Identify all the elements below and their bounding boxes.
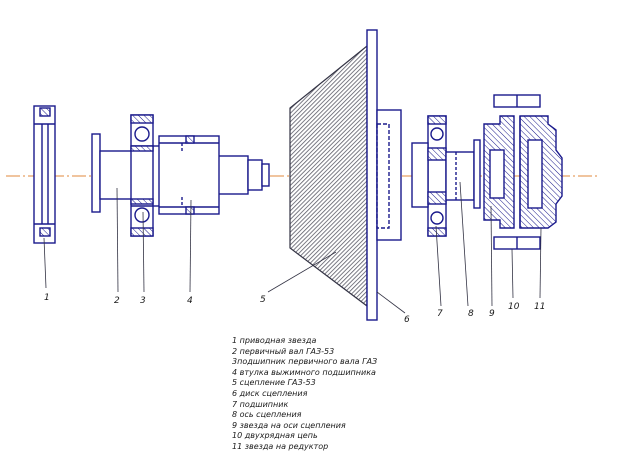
part-release-sleeve: [158, 135, 220, 215]
legend-item: 10 двухрядная цепь: [232, 431, 318, 441]
callout-9: 9: [489, 309, 495, 319]
parts-legend: 1 приводная звезда 2 первичный вал ГАЗ-5…: [232, 336, 377, 453]
legend-item: 2 первичный вал ГАЗ-53: [232, 346, 335, 356]
callout-3: 3: [140, 296, 146, 306]
legend-item: 7 подшипник: [232, 399, 289, 409]
legend-item: 1 приводная звезда: [232, 336, 317, 345]
legend-item: 4 втулка выжимного подшипника: [232, 367, 376, 377]
callout-11: 11: [534, 302, 545, 312]
callout-8: 8: [468, 309, 474, 319]
legend-item: 11 звезда на редуктор: [232, 441, 329, 451]
legend-item: 6 диск сцепления: [232, 388, 308, 398]
part-primary-bearing: [130, 114, 154, 237]
part-clutch-disc: [366, 29, 402, 321]
part-clutch-sprocket: [483, 115, 515, 229]
callout-4: 4: [187, 296, 193, 306]
part-double-row-chain: [493, 94, 541, 250]
leader-lines: [43, 181, 542, 314]
callout-5: 5: [260, 295, 266, 305]
part-clutch-housing: [289, 44, 368, 308]
callout-numbers: 1 2 3 4 5 6 7 8 9 10 11: [44, 293, 545, 325]
legend-item: 9 звезда на оси сцепления: [232, 420, 346, 430]
part-gearbox-sprocket: [519, 115, 563, 229]
part-clutch-axle: [445, 139, 481, 209]
part-bearing: [411, 115, 447, 237]
callout-2: 2: [114, 296, 120, 306]
part-drive-sprocket: [33, 105, 56, 244]
legend-item: 5 сцепление ГАЗ-53: [232, 378, 316, 388]
legend-item: 3подшипник первичного вала ГАЗ: [232, 357, 378, 367]
callout-7: 7: [437, 309, 443, 319]
callout-1: 1: [44, 293, 50, 303]
callout-6: 6: [404, 315, 410, 325]
legend-item: 8 ось сцепления: [232, 410, 302, 420]
callout-10: 10: [508, 302, 520, 312]
